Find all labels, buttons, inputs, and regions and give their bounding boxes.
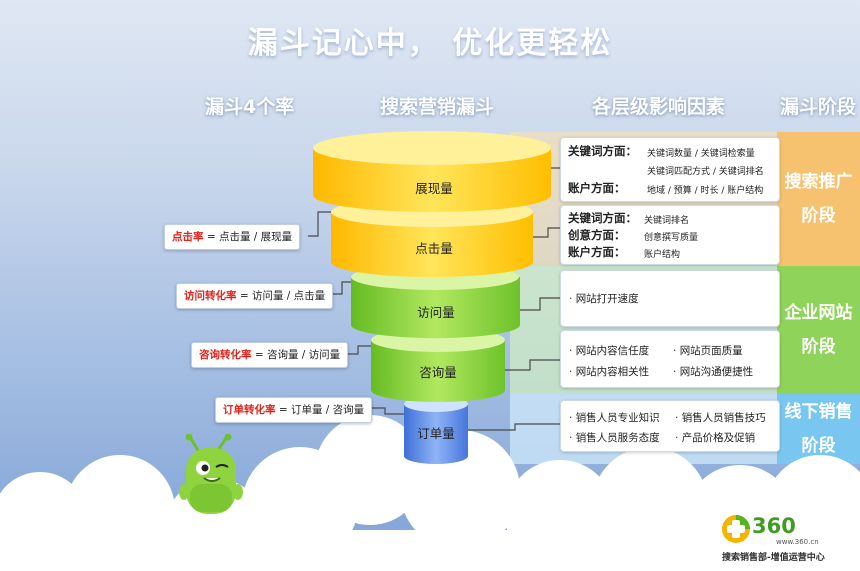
factor-key: 创意方面： (568, 228, 626, 242)
factor-item: 产品价格及促销 (681, 432, 756, 444)
funnel-label-inquiries: 咨询量 (419, 365, 457, 380)
bullet-icon: · (569, 432, 576, 444)
bullet-icon: · (569, 345, 576, 357)
factor-value: 地域 / 预算 / 时长 / 账户结构 (647, 186, 764, 196)
stage-label-line2: 阶段 (801, 206, 836, 226)
connector-factor-4 (505, 359, 560, 371)
connector-factor-5 (468, 423, 560, 431)
connector-visit-rate (333, 281, 351, 295)
connector-order-rate (368, 407, 404, 415)
bullet-icon: · (569, 412, 576, 424)
logo-brand-text: 360 (752, 514, 796, 538)
mascot-icon (179, 434, 243, 514)
logo-url: www.360.cn (776, 538, 819, 546)
funnel-label-visits: 访问量 (417, 305, 455, 320)
connector-factor-2 (533, 227, 560, 238)
stage-label-line2: 阶段 (801, 337, 836, 357)
rate-formula: = 咨询量 / 访问量 (251, 349, 341, 361)
factor-key: 关键词方面： (568, 144, 637, 158)
funnel-label-orders: 订单量 (417, 426, 455, 441)
stage-label-line2: 阶段 (801, 436, 836, 456)
factor-item: 销售人员销售技巧 (681, 412, 766, 424)
bullet-icon: · (569, 293, 576, 305)
factor-box-visits: · 网站打开速度 (560, 270, 780, 327)
column-header-factors: 各层级影响因素 (592, 96, 726, 118)
factor-key: 账户方面： (568, 245, 626, 259)
funnel-label-impressions: 展现量 (415, 181, 453, 196)
stage-label-line1: 搜索推广 (784, 172, 853, 192)
factor-value: 账户结构 (644, 250, 681, 260)
connector-inquiry-rate (344, 345, 371, 355)
rate-box-order: 订单转化率 = 订单量 / 咨询量 (215, 397, 373, 423)
page-title: 漏斗记心中， 优化更轻松 (247, 26, 613, 61)
rate-formula: = 订单量 / 咨询量 (275, 404, 365, 416)
column-header-rates: 漏斗4个率 (205, 96, 295, 118)
factor-item: 网站内容相关性 (575, 366, 650, 378)
factor-value: 关键词数量 / 关键词检索量 (647, 149, 755, 159)
stage-offline-sales: 线下销售阶段 (777, 394, 860, 464)
bullet-icon: · (675, 432, 682, 444)
rate-formula: = 点击量 / 展现量 (203, 231, 293, 243)
factor-box-orders: · 销售人员专业知识 · 销售人员销售技巧 · 销售人员服务态度 · 产品价格及… (560, 400, 780, 452)
rate-formula: = 访问量 / 点击量 (236, 290, 326, 302)
column-header-funnel: 搜索营销漏斗 (380, 96, 495, 118)
rate-name: 点击率 (172, 231, 204, 243)
stage-search-promotion: 搜索推广阶段 (777, 132, 860, 266)
connector-factor-3 (520, 297, 560, 311)
rate-box-inquiry: 咨询转化率 = 咨询量 / 访问量 (191, 342, 349, 368)
column-header-stages: 漏斗阶段 (780, 96, 857, 118)
connector-click-rate (308, 211, 331, 237)
bullet-icon: · (673, 366, 680, 378)
factor-box-inquiries: · 网站内容信任度 · 网站页面质量 · 网站内容相关性 · 网站沟通便捷性 (560, 330, 780, 388)
rate-name: 咨询转化率 (199, 349, 252, 361)
factor-value: 创意撰写质量 (644, 233, 699, 243)
factor-item: 网站打开速度 (575, 293, 639, 305)
stage-label-line1: 线下销售 (784, 402, 853, 422)
rate-name: 访问转化率 (184, 290, 237, 302)
factor-key: 关键词方面： (568, 211, 637, 225)
factor-item: 销售人员专业知识 (575, 412, 660, 424)
rate-box-click: 点击率 = 点击量 / 展现量 (164, 224, 301, 250)
factor-box-clicks: 关键词方面： 关键词排名 创意方面： 创意撰写质量 账户方面： 账户结构 (560, 205, 780, 265)
factor-value: 关键词匹配方式 / 关键词排名 (647, 167, 764, 177)
funnel-layer-impressions (313, 131, 551, 212)
factor-key: 账户方面： (568, 181, 626, 195)
factor-item: 网站沟通便捷性 (679, 366, 754, 378)
factor-item: 网站内容信任度 (575, 345, 650, 357)
stage-label-line1: 企业网站 (784, 303, 853, 323)
rate-name: 订单转化率 (223, 404, 276, 416)
bullet-icon: · (569, 366, 576, 378)
360-logo-icon (722, 515, 750, 543)
factor-item: 销售人员服务态度 (575, 432, 660, 444)
rate-box-visit: 访问转化率 = 访问量 / 点击量 (176, 283, 334, 309)
factor-item: 网站页面质量 (679, 345, 743, 357)
clouds-decoration (0, 415, 860, 571)
bullet-icon: · (673, 345, 680, 357)
factor-value: 关键词排名 (644, 216, 690, 226)
bullet-icon: · (675, 412, 682, 424)
stage-enterprise-website: 企业网站阶段 (777, 266, 860, 394)
factor-box-impressions: 关键词方面： 关键词数量 / 关键词检索量 关键词匹配方式 / 关键词排名 账户… (560, 137, 780, 202)
logo-department: 搜索销售部-增值运营中心 (722, 553, 825, 563)
funnel-label-clicks: 点击量 (415, 241, 453, 256)
